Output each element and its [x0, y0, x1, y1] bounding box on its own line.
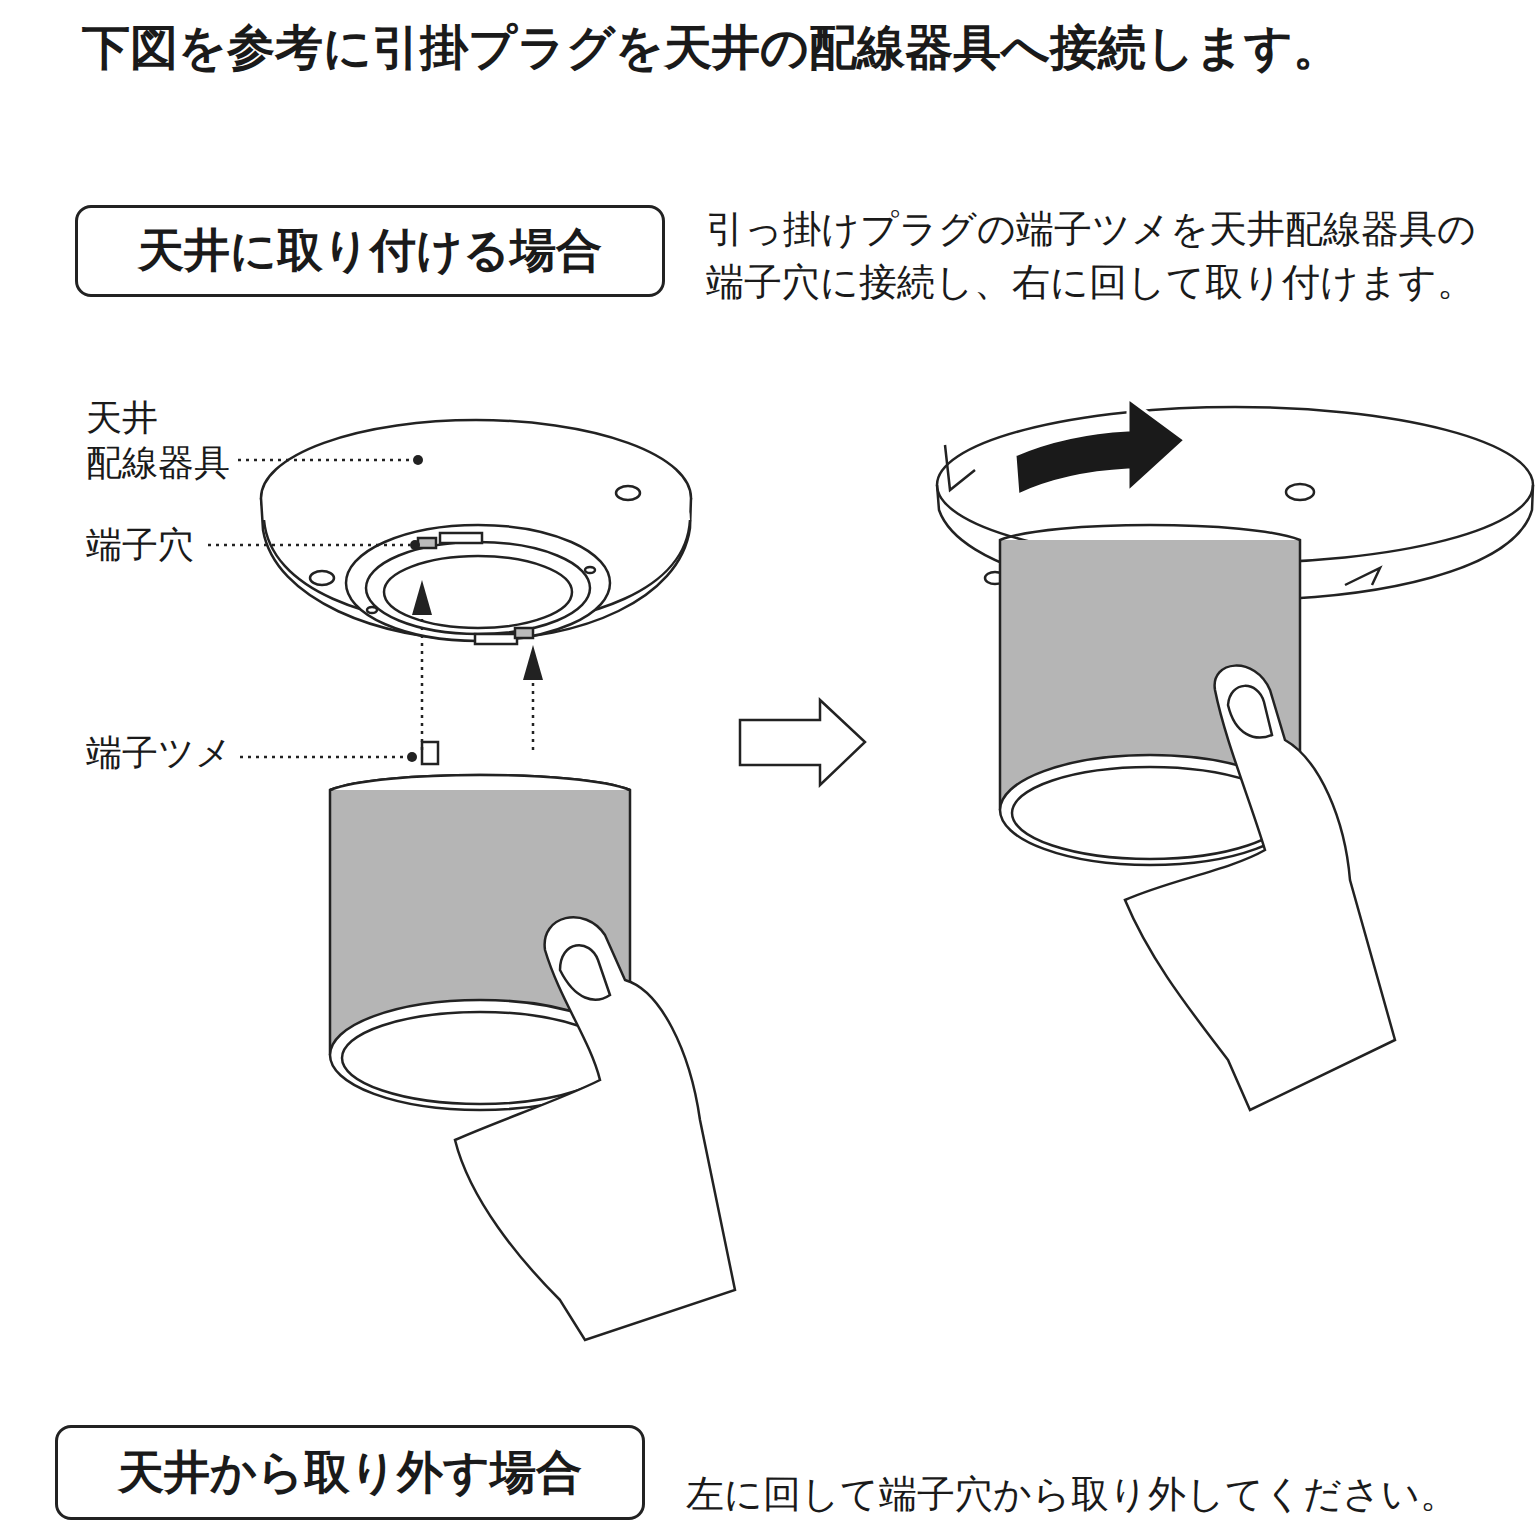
instruction-note: 左に回して端子穴から取り外してください。	[686, 1470, 1526, 1519]
part-label: 端子ツメ	[86, 730, 232, 775]
part-label: 天井 配線器具	[86, 395, 236, 485]
heading-text: 天井から取り外す場合	[118, 1442, 582, 1504]
instruction-note: 引っ掛けプラグの端子ツメを天井配線器具の 端子穴に接続し、右に回して取り付けます…	[706, 203, 1506, 309]
heading-box: 天井に取り付ける場合	[75, 205, 665, 297]
page-title: 下図を参考に引掛プラグを天井の配線器具へ接続します。	[82, 16, 1512, 78]
part-label: 端子穴	[86, 522, 194, 567]
heading-box: 天井から取り外す場合	[55, 1425, 645, 1520]
heading-text: 天井に取り付ける場合	[138, 220, 602, 282]
